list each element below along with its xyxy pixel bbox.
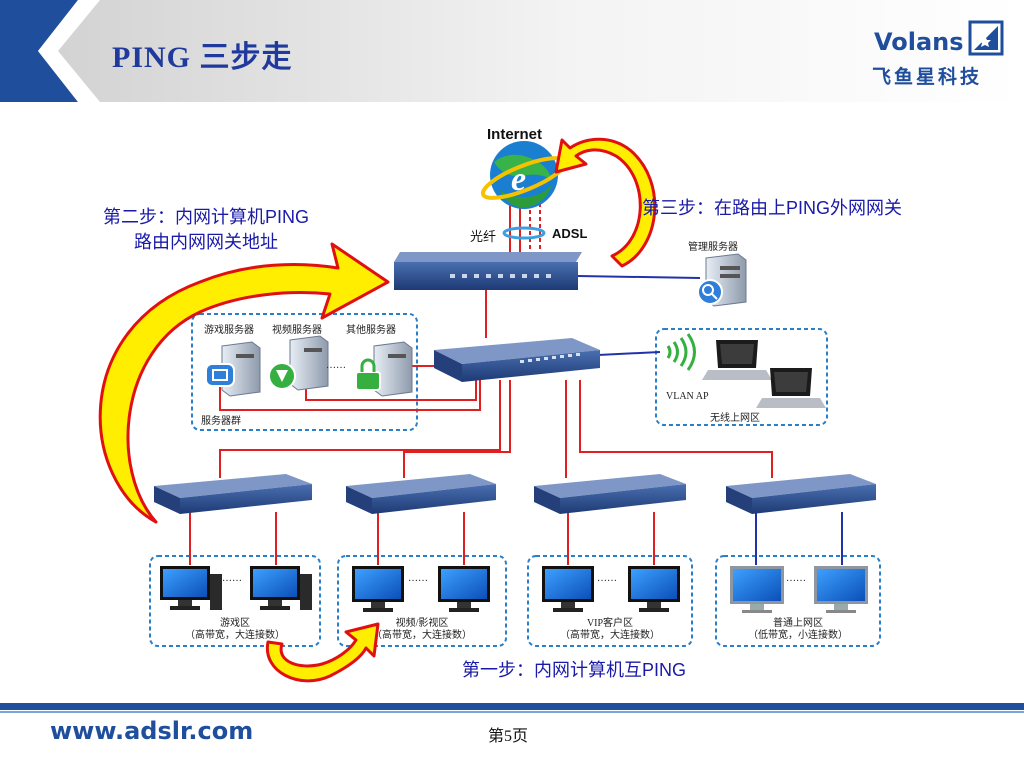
zone-name: 普通上网区 bbox=[773, 618, 823, 629]
volans-logo-icon bbox=[968, 20, 1004, 56]
wireless-signal-icon bbox=[666, 333, 696, 371]
access-switch-icon-4 bbox=[726, 474, 876, 514]
zone-box-normal bbox=[715, 555, 881, 647]
monitor-ellipsis: …… bbox=[597, 573, 617, 584]
server-ellipsis: …… bbox=[326, 360, 346, 371]
page-title: PING 三步走 bbox=[112, 41, 293, 74]
monitor-ellipsis: …… bbox=[786, 573, 806, 584]
access-switch-icon-2 bbox=[346, 474, 496, 514]
zone-name: VIP客户区 bbox=[586, 618, 634, 629]
brand-logo-text: Volans bbox=[874, 28, 964, 56]
zone-label-game: 游戏区 （高带宽，大连接数） bbox=[150, 618, 320, 642]
zone-label-normal: 普通上网区 （低带宽，小连接数） bbox=[716, 618, 880, 642]
step2-caption: 第二步：内网计算机PING 路由内网网关地址 bbox=[66, 205, 346, 255]
zone-desc: （高带宽，大连接数） bbox=[560, 630, 660, 641]
management-server-icon bbox=[697, 253, 747, 307]
laptop-icon bbox=[756, 368, 826, 408]
step1-arrow-icon bbox=[265, 622, 380, 683]
header-banner: PING 三步走 Volans 飞鱼星科技 bbox=[0, 0, 1024, 102]
other-server-label: 其他服务器 bbox=[346, 325, 396, 336]
wireless-zone-label: 无线上网区 bbox=[710, 413, 760, 424]
monitor-icon bbox=[542, 566, 594, 612]
zone-label-vip: VIP客户区 （高带宽，大连接数） bbox=[528, 618, 692, 642]
page-number: 第5页 bbox=[488, 728, 529, 745]
step2-arrow-icon bbox=[98, 242, 390, 524]
zone-box-vip bbox=[527, 555, 693, 647]
zone-desc: （高带宽，大连接数） bbox=[185, 630, 285, 641]
server-group-zone bbox=[191, 313, 418, 431]
internet-globe-icon: e bbox=[480, 141, 568, 209]
video-server-icon bbox=[268, 335, 329, 391]
video-server-label: 视频服务器 bbox=[272, 325, 322, 336]
server-group-label: 服务器群 bbox=[201, 416, 241, 427]
step2-line2: 路由内网网关地址 bbox=[134, 232, 278, 252]
core-switch-icon bbox=[434, 338, 600, 382]
monitor-icon bbox=[814, 566, 868, 613]
footer-divider bbox=[0, 703, 1024, 710]
header-background bbox=[0, 0, 1024, 102]
wireless-zone bbox=[655, 328, 828, 426]
step1-caption: 第一步：内网计算机互PING bbox=[462, 660, 687, 680]
step3-caption: 第三步：在路由上PING外网网关 bbox=[642, 198, 903, 218]
step2-line1: 第二步：内网计算机PING bbox=[102, 207, 309, 227]
monitor-icon bbox=[730, 566, 784, 613]
zone-name: 视频/影视区 bbox=[395, 618, 449, 629]
brand-chinese-name: 飞鱼星科技 bbox=[872, 66, 983, 88]
uplink-ring-icon bbox=[502, 226, 546, 240]
zone-name: 游戏区 bbox=[220, 618, 250, 629]
zone-desc: （低带宽，小连接数） bbox=[748, 630, 848, 641]
monitor-ellipsis: …… bbox=[222, 573, 242, 584]
monitor-icon bbox=[438, 566, 490, 612]
footer-website: www.adslr.com bbox=[50, 717, 254, 745]
vlan-ap-label: VLAN AP bbox=[666, 391, 709, 402]
laptop-icon bbox=[702, 340, 772, 380]
other-server-icon bbox=[355, 341, 413, 397]
zone-desc: （高带宽，大连接数） bbox=[372, 630, 472, 641]
blue-links bbox=[577, 275, 843, 565]
game-server-label: 游戏服务器 bbox=[204, 325, 254, 336]
monitor-icon bbox=[250, 566, 312, 610]
mgmt-server-label: 管理服务器 bbox=[688, 242, 738, 253]
footer-divider-light bbox=[0, 711, 1024, 713]
adsl-label: ADSL bbox=[552, 226, 588, 241]
zone-box-game bbox=[149, 555, 321, 647]
svg-text:e: e bbox=[511, 161, 526, 198]
access-switch-icon-3 bbox=[534, 474, 686, 514]
game-server-icon bbox=[205, 341, 261, 397]
zone-label-video: 视频/影视区 （高带宽，大连接数） bbox=[338, 618, 506, 642]
monitor-icon bbox=[628, 566, 680, 612]
monitor-ellipsis: …… bbox=[408, 573, 428, 584]
step3-arrow-icon bbox=[554, 137, 657, 268]
monitor-icon bbox=[352, 566, 404, 612]
router-icon bbox=[394, 252, 582, 290]
access-switch-icon-1 bbox=[154, 474, 312, 514]
monitor-icon bbox=[160, 566, 222, 610]
internet-label: Internet bbox=[487, 126, 543, 143]
fiber-label: 光纤 bbox=[470, 229, 497, 244]
